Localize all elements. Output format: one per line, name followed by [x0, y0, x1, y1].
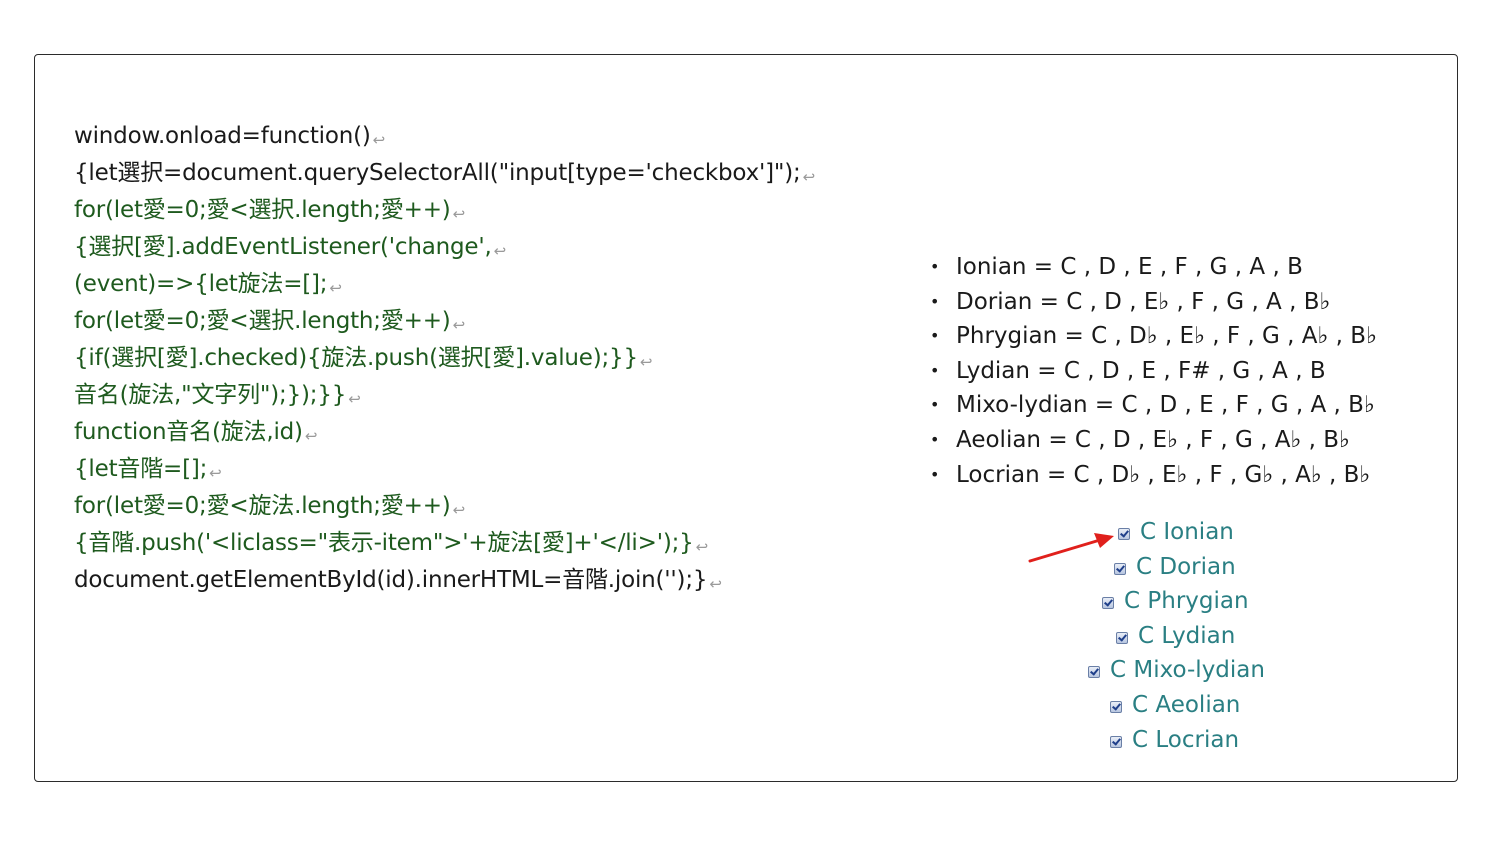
checkbox-row-mixolydian[interactable]: C Mixo-lydian: [1080, 653, 1300, 688]
bullet-icon: •: [930, 291, 940, 311]
line-break-marker-icon: ↩: [209, 464, 222, 482]
checkbox-row-locrian[interactable]: C Locrian: [1080, 723, 1300, 758]
code-line: for(let愛=0;愛<選択.length;愛++)↩: [74, 303, 894, 340]
mode-list-item: •Aeolian = C , D , E♭ , F , G , A♭ , B♭: [930, 423, 1377, 458]
line-break-marker-icon: ↩: [452, 205, 466, 223]
bullet-icon: •: [930, 360, 940, 380]
arrow-shaft: [1028, 538, 1102, 563]
line-break-marker-icon: ↩: [695, 538, 709, 556]
checkbox-row-lydian[interactable]: C Lydian: [1080, 619, 1300, 654]
line-break-marker-icon: ↩: [802, 168, 816, 186]
editor-frame: [34, 54, 1458, 782]
red-arrow-annotation: [1028, 533, 1114, 563]
checkbox-row-phrygian[interactable]: C Phrygian: [1080, 584, 1300, 619]
mode-list-item: •Ionian = C , D , E , F , G , A , B: [930, 250, 1377, 285]
checkbox-checked-icon[interactable]: [1110, 735, 1122, 748]
checkbox-row-aeolian[interactable]: C Aeolian: [1080, 688, 1300, 723]
bullet-icon: •: [930, 429, 940, 449]
line-break-marker-icon: ↩: [639, 353, 653, 371]
line-break-marker-icon: ↩: [452, 316, 466, 334]
checkbox-checked-icon[interactable]: [1102, 597, 1114, 610]
code-line: (event)=>{let旋法=[];↩: [74, 266, 894, 303]
code-line: {let選択=document.querySelectorAll("input[…: [74, 155, 894, 192]
code-line: 音名(旋法,"文字列");});}}↩: [74, 377, 894, 414]
mode-list-item: •Mixo-lydian = C , D , E , F , G , A , B…: [930, 388, 1377, 423]
code-line: for(let愛=0;愛<旋法.length;愛++)↩: [74, 488, 894, 525]
code-block: window.onload=function()↩ {let選択=documen…: [74, 118, 894, 599]
code-line: window.onload=function()↩: [74, 118, 894, 155]
line-break-marker-icon: ↩: [304, 427, 318, 445]
code-line: {選択[愛].addEventListener('change',↩: [74, 229, 894, 266]
checkbox-label: C Ionian: [1140, 519, 1234, 545]
checkbox-checked-icon[interactable]: [1116, 631, 1128, 644]
mode-checkbox-group: C Ionian C Dorian C Phrygian C Lydian C …: [1080, 515, 1300, 757]
checkbox-row-dorian[interactable]: C Dorian: [1080, 550, 1300, 585]
checkbox-checked-icon[interactable]: [1114, 562, 1126, 575]
checkbox-checked-icon[interactable]: [1088, 666, 1100, 679]
checkbox-label: C Phrygian: [1124, 588, 1249, 615]
line-break-marker-icon: ↩: [493, 242, 507, 260]
checkbox-row-ionian[interactable]: C Ionian: [1080, 515, 1300, 550]
code-line: document.getElementById(id).innerHTML=音階…: [74, 562, 894, 599]
code-line: function音名(旋法,id)↩: [74, 414, 894, 451]
mode-list-item: •Locrian = C , D♭ , E♭ , F , G♭ , A♭ , B…: [930, 458, 1377, 493]
line-break-marker-icon: ↩: [372, 131, 386, 149]
code-line: {音階.push('<liclass="表示-item">'+旋法[愛]+'</…: [74, 525, 894, 562]
mode-list: •Ionian = C , D , E , F , G , A , B •Dor…: [930, 250, 1377, 492]
mode-list-item: •Phrygian = C , D♭ , E♭ , F , G , A♭ , B…: [930, 319, 1377, 354]
mode-list-item: •Dorian = C , D , E♭ , F , G , A , B♭: [930, 285, 1377, 320]
bullet-icon: •: [930, 326, 940, 346]
checkbox-label: C Locrian: [1132, 726, 1240, 753]
bullet-icon: •: [930, 257, 940, 276]
checkbox-label: C Mixo-lydian: [1110, 657, 1265, 684]
line-break-marker-icon: ↩: [452, 501, 466, 519]
code-line: {if(選択[愛].checked){旋法.push(選択[愛].value);…: [74, 340, 894, 377]
line-break-marker-icon: ↩: [329, 279, 342, 297]
checkbox-label: C Dorian: [1136, 553, 1236, 580]
code-line: for(let愛=0;愛<選択.length;愛++)↩: [74, 192, 894, 229]
line-break-marker-icon: ↩: [709, 575, 722, 593]
checkbox-label: C Aeolian: [1132, 691, 1241, 718]
mode-list-item: •Lydian = C , D , E , F# , G , A , B: [930, 354, 1377, 389]
checkbox-checked-icon[interactable]: [1110, 700, 1122, 713]
checkbox-checked-icon[interactable]: [1118, 528, 1130, 540]
arrow-head: [1094, 533, 1114, 548]
bullet-icon: •: [930, 464, 940, 484]
bullet-icon: •: [930, 395, 940, 415]
code-line: {let音階=[];↩: [74, 451, 894, 488]
checkbox-label: C Lydian: [1138, 622, 1236, 649]
line-break-marker-icon: ↩: [348, 390, 361, 408]
